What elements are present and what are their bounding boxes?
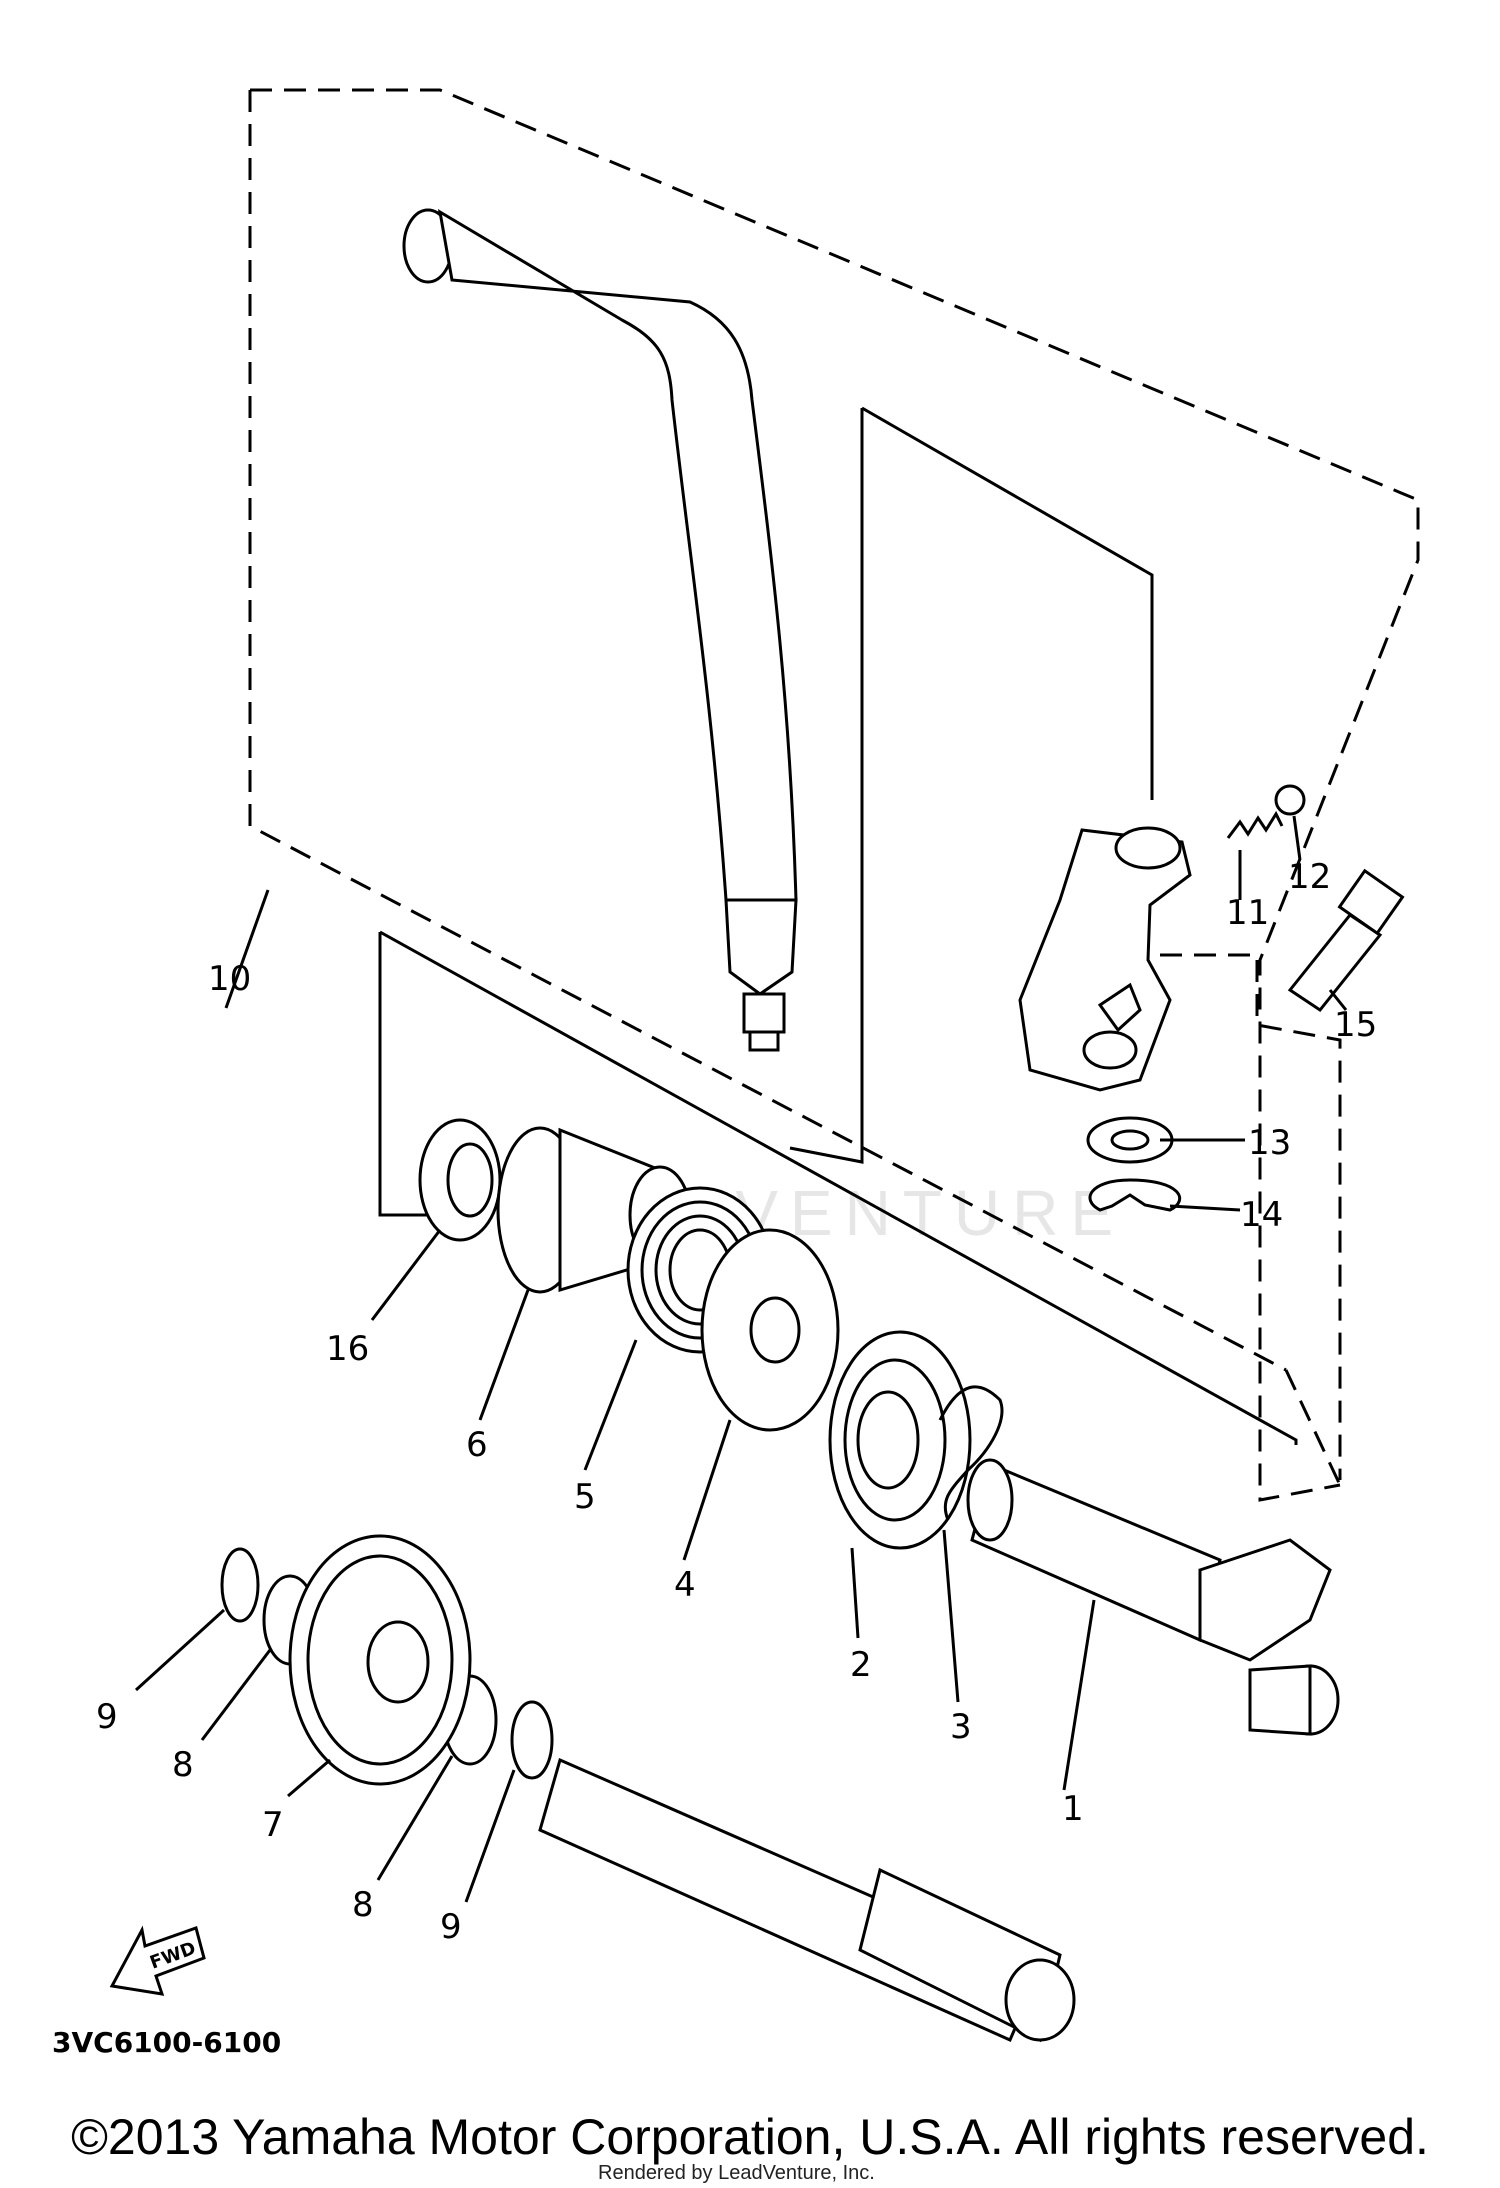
bolt-part-15 [1287,868,1405,1013]
callout-8: 8 [172,1745,194,1785]
callout-1: 1 [1062,1789,1084,1829]
part-code: 3VC6100-6100 [52,2026,281,2059]
circlip-part-9 [220,1547,260,1623]
leader-lines [134,815,1348,1903]
kick-crank-assembly-outline [248,88,1420,1502]
callout-10: 10 [208,959,251,999]
rendered-by-note: Rendered by LeadVenture, Inc. [598,2162,875,2184]
washer-part-4 [700,1228,840,1432]
copyright-notice: ©2013 Yamaha Motor Corporation, U.S.A. A… [71,2109,1429,2165]
idle-gear-part-7 [288,1534,472,1786]
callout-14: 14 [1240,1195,1283,1235]
ratchet-gear-part-2 [828,1330,972,1550]
kick-boss [1018,826,1192,1092]
callout-5: 5 [574,1477,596,1517]
callout-4: 4 [674,1565,696,1605]
callout-3: 3 [950,1707,972,1747]
callout-2: 2 [850,1645,872,1685]
fwd-arrow-icon [109,1925,206,1996]
callout-8b: 8 [352,1885,374,1925]
clip-part-14 [1088,1178,1182,1212]
callout-9: 9 [96,1697,118,1737]
washer-hole [1110,1129,1150,1151]
clip-part-3 [938,1385,1004,1521]
main-shaft [538,1757,1076,2043]
kick-lever [402,208,798,1052]
callout-7: 7 [262,1805,284,1845]
bearing-part-16 [418,1118,502,1242]
callout-9b: 9 [440,1907,462,1947]
outline-edge [1284,1369,1342,1486]
callout-15: 15 [1334,1005,1377,1045]
callout-16: 16 [326,1329,369,1369]
spring-part-11 [1226,810,1284,839]
circlip-part-9 [510,1700,554,1780]
callout-12: 12 [1288,857,1331,897]
ball-part-12 [1274,784,1306,816]
frame-lines [378,406,1298,1445]
callout-11: 11 [1226,893,1269,933]
callout-13: 13 [1248,1123,1291,1163]
kick-axle-part-1 [966,1458,1340,1736]
callout-6: 6 [466,1425,488,1465]
